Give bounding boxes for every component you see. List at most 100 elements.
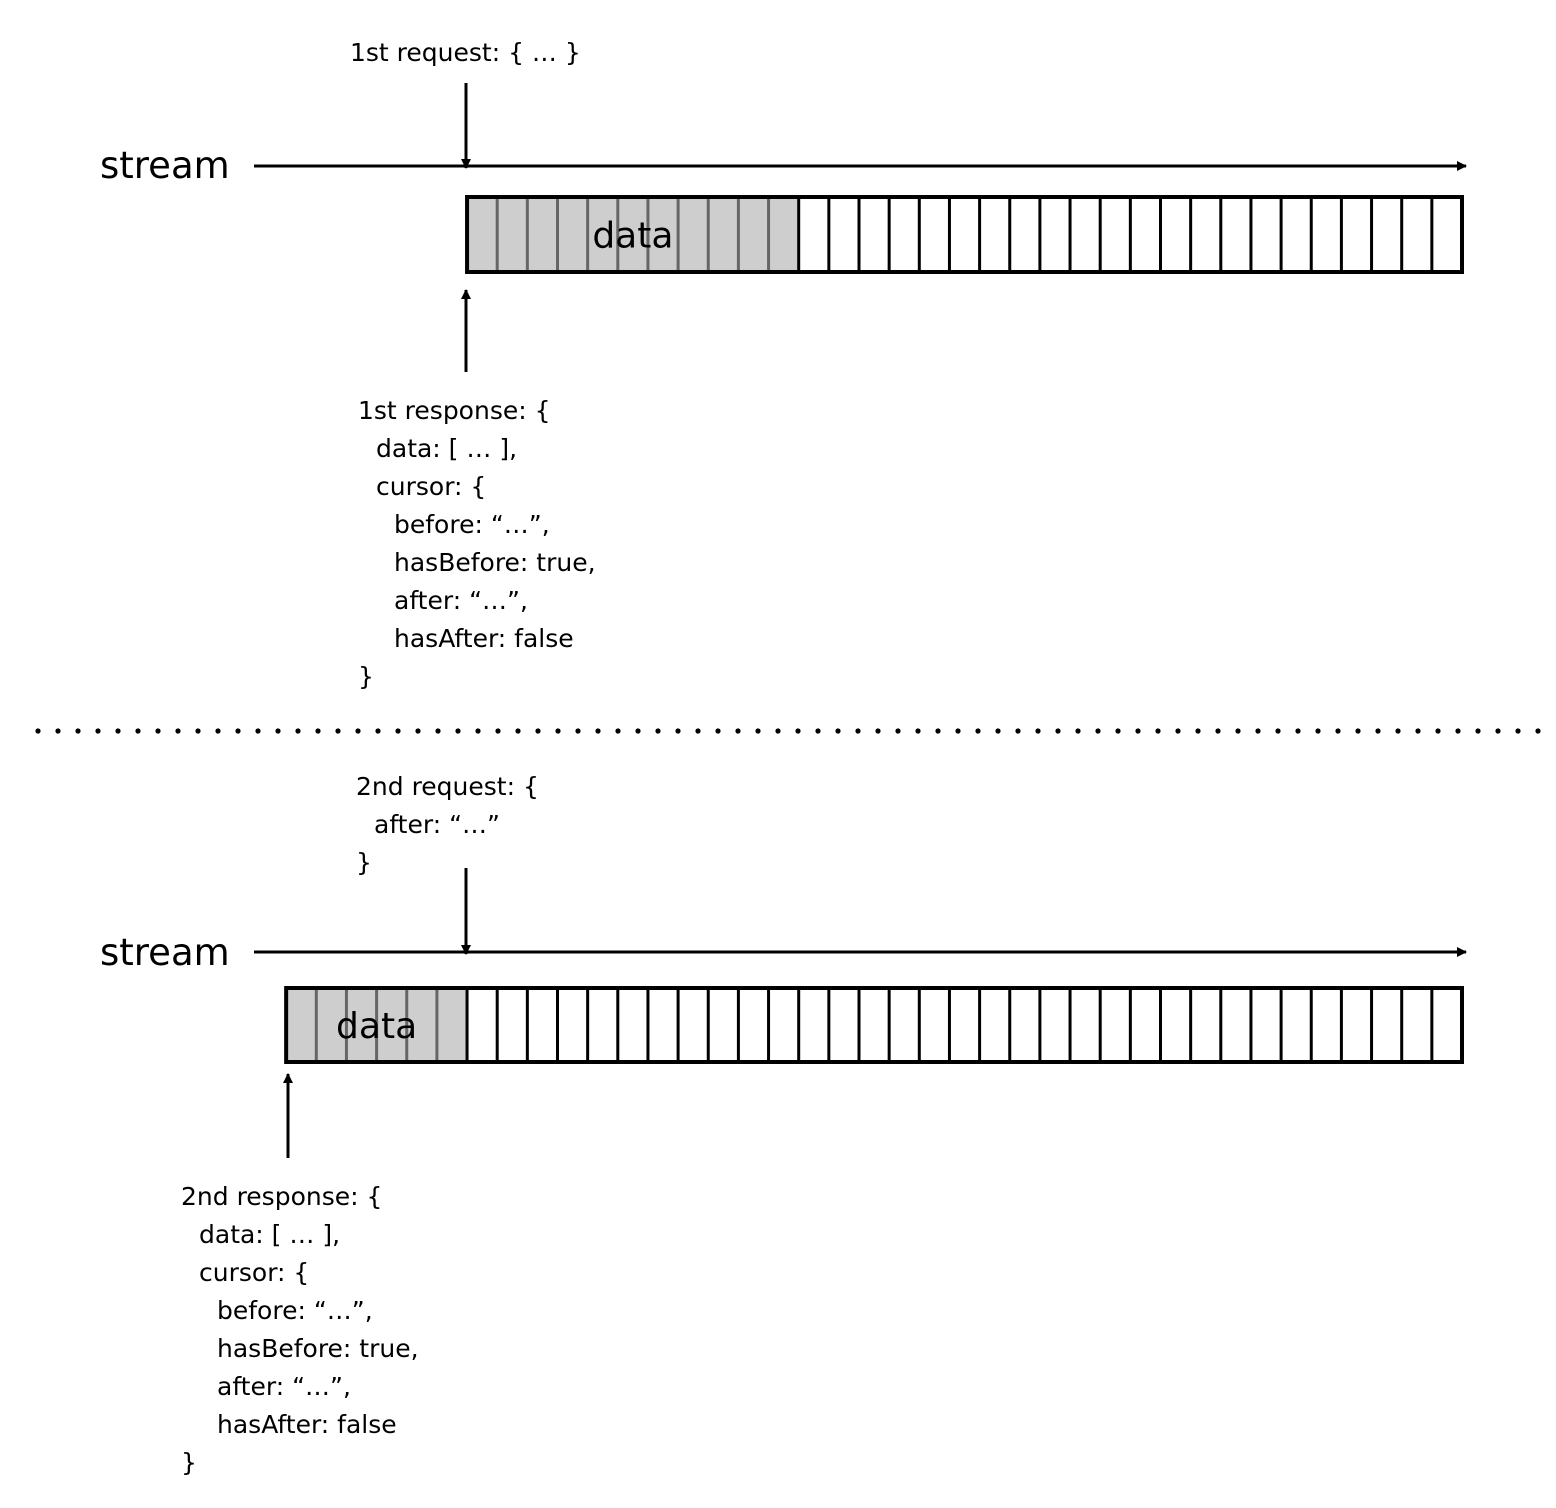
divider-dot (1375, 728, 1381, 734)
response-text: 1st response: {data: [ … ],cursor: {befo… (358, 396, 596, 691)
divider-dot (155, 728, 161, 734)
stream-cells: data (284, 986, 1464, 1064)
code-line: before: “…”, (394, 510, 550, 539)
divider-dot (995, 728, 1001, 734)
code-line: cursor: { (376, 472, 486, 501)
divider-dot (195, 728, 201, 734)
divider-dot (1175, 728, 1181, 734)
divider-dot (775, 728, 781, 734)
code-line: 2nd request: { (356, 772, 539, 801)
divider-dot (1435, 728, 1441, 734)
divider-dot (755, 728, 761, 734)
stream-buffer (284, 986, 1464, 1064)
code-line: 1st request: { … } (350, 38, 581, 67)
divider-dot (1135, 728, 1141, 734)
divider-dot (715, 728, 721, 734)
code-line: } (356, 848, 372, 877)
stream-label: stream (100, 144, 230, 187)
divider-dot (375, 728, 381, 734)
section-divider (35, 728, 1541, 734)
divider-dot (1355, 728, 1361, 734)
divider-dot (255, 728, 261, 734)
divider-dot (1475, 728, 1481, 734)
divider-dot (1235, 728, 1241, 734)
divider-dot (295, 728, 301, 734)
divider-dot (1115, 728, 1121, 734)
stream-label: stream (100, 931, 230, 974)
divider-dot (695, 728, 701, 734)
code-line: data: [ … ], (199, 1220, 340, 1249)
divider-dot (615, 728, 621, 734)
divider-dot (1395, 728, 1401, 734)
divider-dot (875, 728, 881, 734)
divider-dot (915, 728, 921, 734)
stream-cells: data (465, 195, 1464, 274)
code-line: after: “…”, (394, 586, 528, 615)
code-line: } (181, 1448, 197, 1477)
divider-dot (55, 728, 61, 734)
divider-dot (1155, 728, 1161, 734)
divider-dot (75, 728, 81, 734)
divider-dot (335, 728, 341, 734)
divider-dot (635, 728, 641, 734)
divider-dot (655, 728, 661, 734)
divider-dot (1095, 728, 1101, 734)
code-line: hasBefore: true, (217, 1334, 419, 1363)
divider-dot (1255, 728, 1261, 734)
bottom-panel: stream data 2nd request: {after: “…”} 2n… (100, 772, 1467, 1477)
divider-dot (935, 728, 941, 734)
divider-dot (735, 728, 741, 734)
data-label: data (592, 216, 673, 257)
divider-dot (495, 728, 501, 734)
divider-dot (315, 728, 321, 734)
divider-dot (1415, 728, 1421, 734)
divider-dot (1455, 728, 1461, 734)
top-panel: stream data 1st request: { … } 1st respo… (100, 38, 1467, 691)
divider-dot (1495, 728, 1501, 734)
divider-dot (1195, 728, 1201, 734)
divider-dot (1295, 728, 1301, 734)
response-text: 2nd response: { data: [ … ], cursor: { befo… (181, 1182, 419, 1477)
divider-dot (275, 728, 281, 734)
divider-dot (575, 728, 581, 734)
code-line: data: [ … ], (376, 434, 517, 463)
divider-dot (1315, 728, 1321, 734)
code-line: after: “…”, (217, 1372, 351, 1401)
divider-dot (975, 728, 981, 734)
divider-dot (555, 728, 561, 734)
filled-region (467, 197, 799, 272)
divider-dot (475, 728, 481, 734)
divider-dot (175, 728, 181, 734)
divider-dot (435, 728, 441, 734)
data-label: data (336, 1006, 417, 1047)
divider-dot (135, 728, 141, 734)
divider-dot (415, 728, 421, 734)
code-line: hasAfter: false (394, 624, 574, 653)
code-line: hasBefore: true, (394, 548, 596, 577)
divider-dot (1515, 728, 1521, 734)
divider-dot (1055, 728, 1061, 734)
divider-dot (795, 728, 801, 734)
divider-dot (1215, 728, 1221, 734)
code-line: } (358, 662, 374, 691)
divider-dot (515, 728, 521, 734)
divider-dot (115, 728, 121, 734)
request-text: 2nd request: {after: “…”} (356, 772, 539, 877)
divider-dot (855, 728, 861, 734)
code-line: before: “…”, (217, 1296, 373, 1325)
code-line: cursor: { (199, 1258, 309, 1287)
divider-dot (895, 728, 901, 734)
divider-dot (35, 728, 41, 734)
code-line: 2nd response: { (181, 1182, 382, 1211)
divider-dot (395, 728, 401, 734)
divider-dot (1275, 728, 1281, 734)
divider-dot (835, 728, 841, 734)
divider-dot (215, 728, 221, 734)
divider-dot (1535, 728, 1541, 734)
divider-dot (1075, 728, 1081, 734)
divider-dot (95, 728, 101, 734)
divider-dot (675, 728, 681, 734)
divider-dot (355, 728, 361, 734)
request-text: 1st request: { … } (350, 38, 581, 67)
